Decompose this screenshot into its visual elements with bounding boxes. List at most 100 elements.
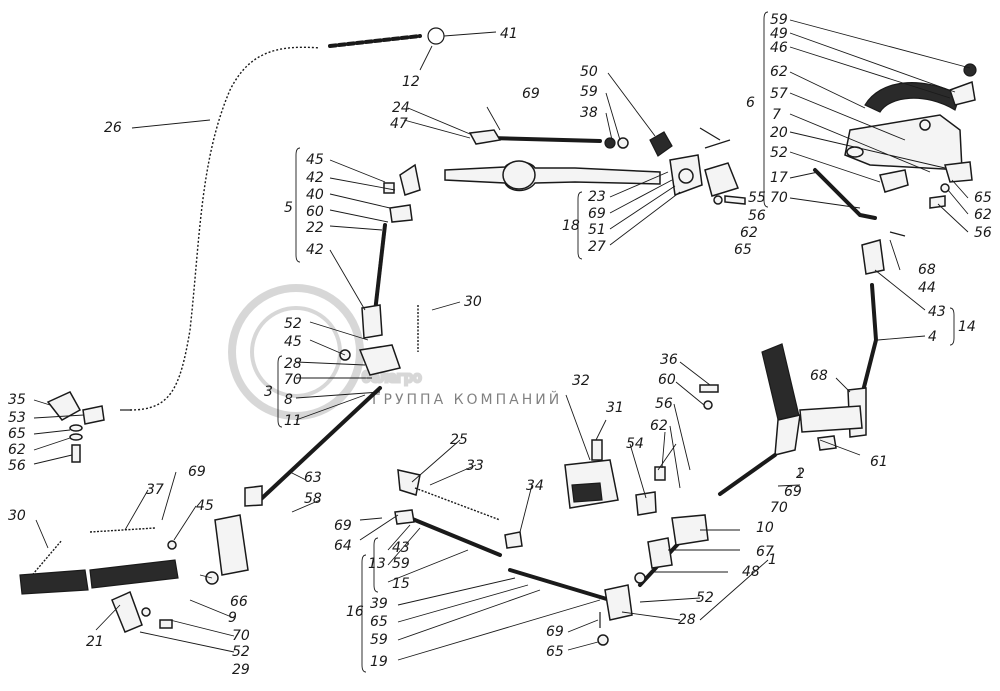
bolt-62e — [654, 466, 666, 481]
label-63: 63 — [304, 470, 322, 486]
label-17: 17 — [770, 170, 788, 186]
label-55: 55 — [748, 190, 766, 206]
label-67: 67 — [756, 544, 774, 560]
rod-11 — [258, 386, 382, 502]
label-59-b: 59 — [770, 12, 788, 28]
label-37: 37 — [146, 482, 164, 498]
brace-14 — [949, 307, 955, 346]
label-65-d: 65 — [370, 614, 388, 630]
label-27: 27 — [588, 239, 606, 255]
label-2: 2 — [796, 466, 805, 482]
label-62-a: 62 — [740, 225, 758, 241]
clip-52a — [879, 169, 909, 193]
housing-hole — [678, 168, 694, 184]
label-56-d: 56 — [655, 396, 673, 412]
label-45-a: 45 — [306, 152, 324, 168]
bolt-36 — [699, 384, 719, 393]
label-69-c: 69 — [784, 484, 802, 500]
label-45-c: 45 — [196, 498, 214, 514]
lever-67 — [647, 537, 673, 569]
watermark-inner-ring — [250, 306, 342, 398]
label-51: 51 — [588, 222, 606, 238]
lever-9 — [89, 559, 179, 589]
rod-assembly-18 — [444, 127, 746, 205]
lever-28a — [358, 344, 401, 376]
bolt-45a — [383, 182, 395, 194]
label-43-b: 43 — [392, 540, 410, 556]
label-23: 23 — [588, 189, 606, 205]
label-15: 15 — [392, 576, 410, 592]
callout-labels: 41 12 26 69 24 47 50 59 38 45 42 40 60 2… — [8, 12, 992, 678]
brace-3 — [277, 355, 283, 428]
label-18: 18 — [562, 218, 580, 234]
label-64: 64 — [334, 538, 352, 554]
label-62-c: 62 — [974, 207, 992, 223]
washer-62a — [713, 195, 723, 205]
label-5: 5 — [284, 200, 293, 216]
bolt-34 — [504, 531, 523, 549]
rod-assembly-3 — [244, 305, 419, 507]
label-69-d: 69 — [188, 464, 206, 480]
label-16: 16 — [346, 604, 364, 620]
fork-42b — [361, 304, 383, 339]
washer-65e — [597, 634, 609, 646]
rod-23 — [444, 161, 661, 192]
pedal-blade — [761, 343, 801, 429]
label-69-b: 69 — [588, 206, 606, 222]
bracket-base — [571, 482, 603, 503]
label-43-a: 43 — [928, 304, 946, 320]
label-70-c: 70 — [770, 500, 788, 516]
brace-18 — [577, 191, 583, 260]
label-9: 9 — [228, 610, 237, 626]
label-42-a: 42 — [306, 170, 324, 186]
label-38: 38 — [580, 105, 598, 121]
quadrant-arc — [864, 82, 961, 113]
label-13: 13 — [368, 556, 386, 572]
label-62-b: 62 — [770, 64, 788, 80]
quadrant-assembly-6 — [813, 63, 977, 220]
spring-33 — [414, 487, 501, 521]
label-11: 11 — [284, 413, 302, 429]
label-59-top: 59 — [580, 84, 598, 100]
label-7: 7 — [772, 107, 781, 123]
brace-16 — [361, 554, 367, 673]
label-4: 4 — [928, 329, 937, 345]
bracket-20 — [944, 161, 973, 183]
label-1: 1 — [768, 552, 777, 568]
clip-40 — [389, 204, 413, 223]
nut-45c — [167, 540, 177, 550]
label-49: 49 — [770, 26, 788, 42]
label-58: 58 — [304, 491, 322, 507]
label-29: 29 — [232, 662, 250, 678]
label-3: 3 — [264, 384, 273, 400]
label-19: 19 — [370, 654, 388, 670]
label-65-e: 65 — [546, 644, 564, 660]
pins-69 — [699, 127, 731, 149]
label-59-d: 59 — [370, 632, 388, 648]
label-52-a: 52 — [770, 145, 788, 161]
label-42-b: 42 — [306, 242, 324, 258]
rod-end-8 — [244, 485, 263, 507]
bracket-lever — [214, 514, 249, 576]
chain-12 — [328, 34, 422, 48]
label-22: 22 — [306, 220, 324, 236]
label-60-a: 60 — [306, 204, 324, 220]
watermark-tagline: ГРУППА КОМПАНИЙ — [372, 390, 562, 408]
brace-6 — [763, 11, 769, 208]
label-25: 25 — [450, 432, 468, 448]
label-44: 44 — [918, 280, 936, 296]
rod-15 — [408, 516, 502, 557]
label-70-a: 70 — [770, 190, 788, 206]
bracket-25 — [397, 469, 421, 496]
bolt-31 — [591, 439, 603, 461]
bolt-56a — [724, 195, 746, 205]
sleeve-27 — [704, 162, 739, 197]
label-69-e: 69 — [334, 518, 352, 534]
label-28-b: 28 — [678, 612, 696, 628]
label-56-a: 56 — [748, 208, 766, 224]
ball-joint — [502, 160, 536, 190]
label-36: 36 — [660, 352, 678, 368]
pedal-fork — [799, 405, 863, 433]
